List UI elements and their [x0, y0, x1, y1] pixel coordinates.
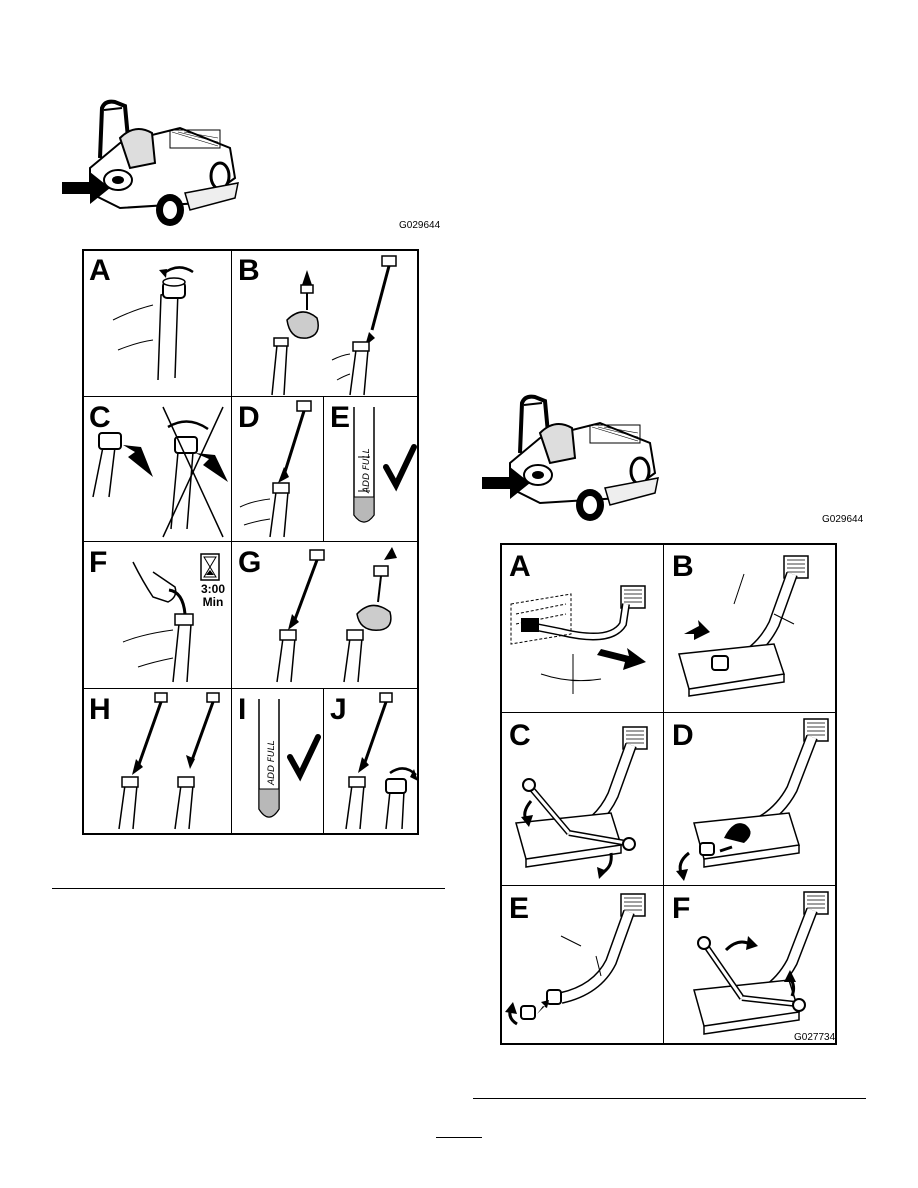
panel-2f: F G027734 — [663, 885, 837, 1045]
panel-2b: B — [663, 543, 837, 713]
panel-letter: C — [89, 401, 111, 434]
panel-2d: D — [663, 712, 837, 886]
panel-letter: E — [330, 401, 351, 434]
figure-code: G027734 — [794, 1032, 836, 1043]
panel-letter: F — [672, 892, 691, 925]
panel-letter: A — [89, 254, 111, 287]
panel-e: E ADD FULL — [323, 396, 419, 542]
panel-a: A — [82, 249, 232, 397]
panel-d: D — [231, 396, 324, 542]
mower-illustration-2 — [480, 393, 670, 528]
mower-illustration-1 — [60, 98, 250, 233]
gauge-text: ADD FULL — [362, 448, 372, 494]
panel-letter: I — [238, 693, 247, 726]
panel-letter: J — [330, 693, 347, 726]
panel-c: C — [82, 396, 232, 542]
figure-code: G029644 — [399, 220, 441, 231]
panel-letter: H — [89, 693, 111, 726]
panel-b: B — [231, 249, 419, 397]
panel-letter: E — [509, 892, 530, 925]
section-divider-right — [473, 1098, 866, 1099]
panel-i: I ADD FULL — [231, 688, 324, 835]
panel-j: J — [323, 688, 419, 835]
gauge-text: ADD FULL — [267, 740, 277, 786]
panel-letter: D — [238, 401, 260, 434]
panel-letter: C — [509, 719, 531, 752]
panel-f: F 3:00 Min — [82, 541, 232, 689]
timer-unit: Min — [202, 595, 224, 609]
section-divider-left — [52, 888, 445, 889]
panel-2c: C — [500, 712, 664, 886]
panel-2a: A — [500, 543, 664, 713]
timer-minutes: 3:00 — [200, 582, 226, 596]
panel-letter: A — [509, 550, 531, 583]
panel-letter: F — [89, 546, 108, 579]
figure-code: G029644 — [822, 514, 864, 525]
panel-letter: B — [238, 254, 260, 287]
panel-letter: B — [672, 550, 694, 583]
panel-letter: D — [672, 719, 694, 752]
panel-2e: E — [500, 885, 664, 1045]
page-footer-rule — [436, 1137, 482, 1138]
panel-g: G — [231, 541, 419, 689]
timer-value: 3:00 Min — [195, 583, 231, 609]
panel-h: H — [82, 688, 232, 835]
panel-letter: G — [238, 546, 262, 579]
